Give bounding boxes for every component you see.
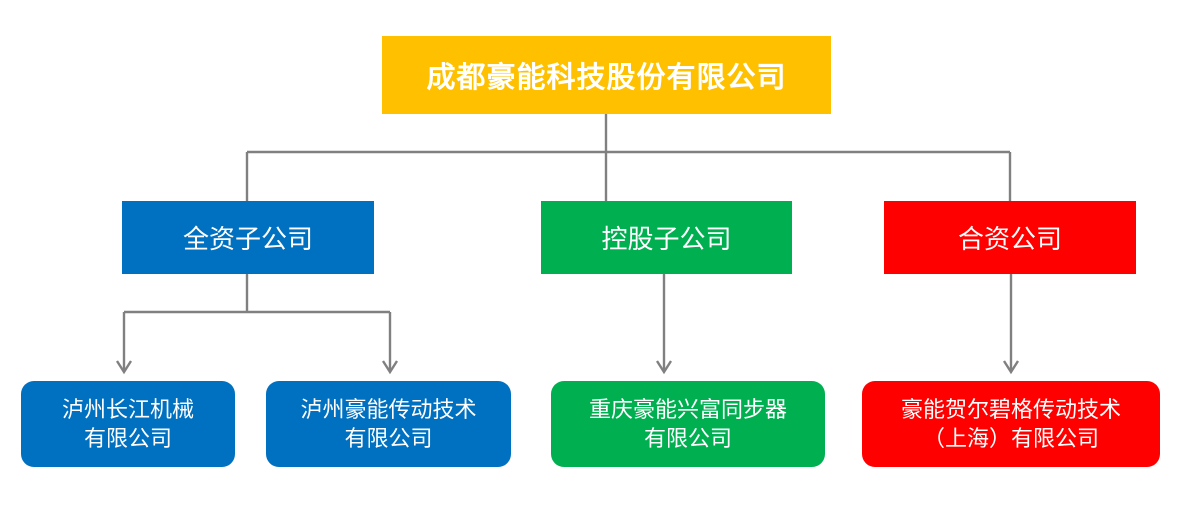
node-holding[interactable]: 控股子公司 xyxy=(541,201,792,274)
node-hoerbiger-shanghai[interactable]: 豪能贺尔碧格传动技术 （上海）有限公司 xyxy=(862,381,1160,467)
node-chongqing-xingfu[interactable]: 重庆豪能兴富同步器 有限公司 xyxy=(551,381,825,467)
node-holding-label: 控股子公司 xyxy=(601,224,732,254)
node-root[interactable]: 成都豪能科技股份有限公司 xyxy=(382,36,831,114)
node-hoerbiger-shanghai-label: 豪能贺尔碧格传动技术 （上海）有限公司 xyxy=(900,396,1121,451)
node-joint-venture-label: 合资公司 xyxy=(957,224,1062,254)
arrowhead-luzhou-haoneng xyxy=(381,360,399,375)
node-luzhou-changjiang[interactable]: 泸州长江机械 有限公司 xyxy=(21,381,235,467)
arrowhead-luzhou-changjiang xyxy=(115,360,133,375)
node-luzhou-haoneng-label: 泸州豪能传动技术 有限公司 xyxy=(300,396,477,451)
node-wholly-owned[interactable]: 全资子公司 xyxy=(122,201,374,274)
arrowhead-hoerbiger-shanghai xyxy=(1002,360,1020,375)
node-luzhou-haoneng[interactable]: 泸州豪能传动技术 有限公司 xyxy=(266,381,511,467)
node-root-label: 成都豪能科技股份有限公司 xyxy=(426,62,787,94)
node-chongqing-xingfu-label: 重庆豪能兴富同步器 有限公司 xyxy=(588,396,787,451)
node-wholly-owned-label: 全资子公司 xyxy=(182,224,313,254)
arrowhead-chongqing-xingfu xyxy=(655,360,673,375)
node-joint-venture[interactable]: 合资公司 xyxy=(884,201,1136,274)
node-luzhou-changjiang-label: 泸州长江机械 有限公司 xyxy=(61,396,194,451)
